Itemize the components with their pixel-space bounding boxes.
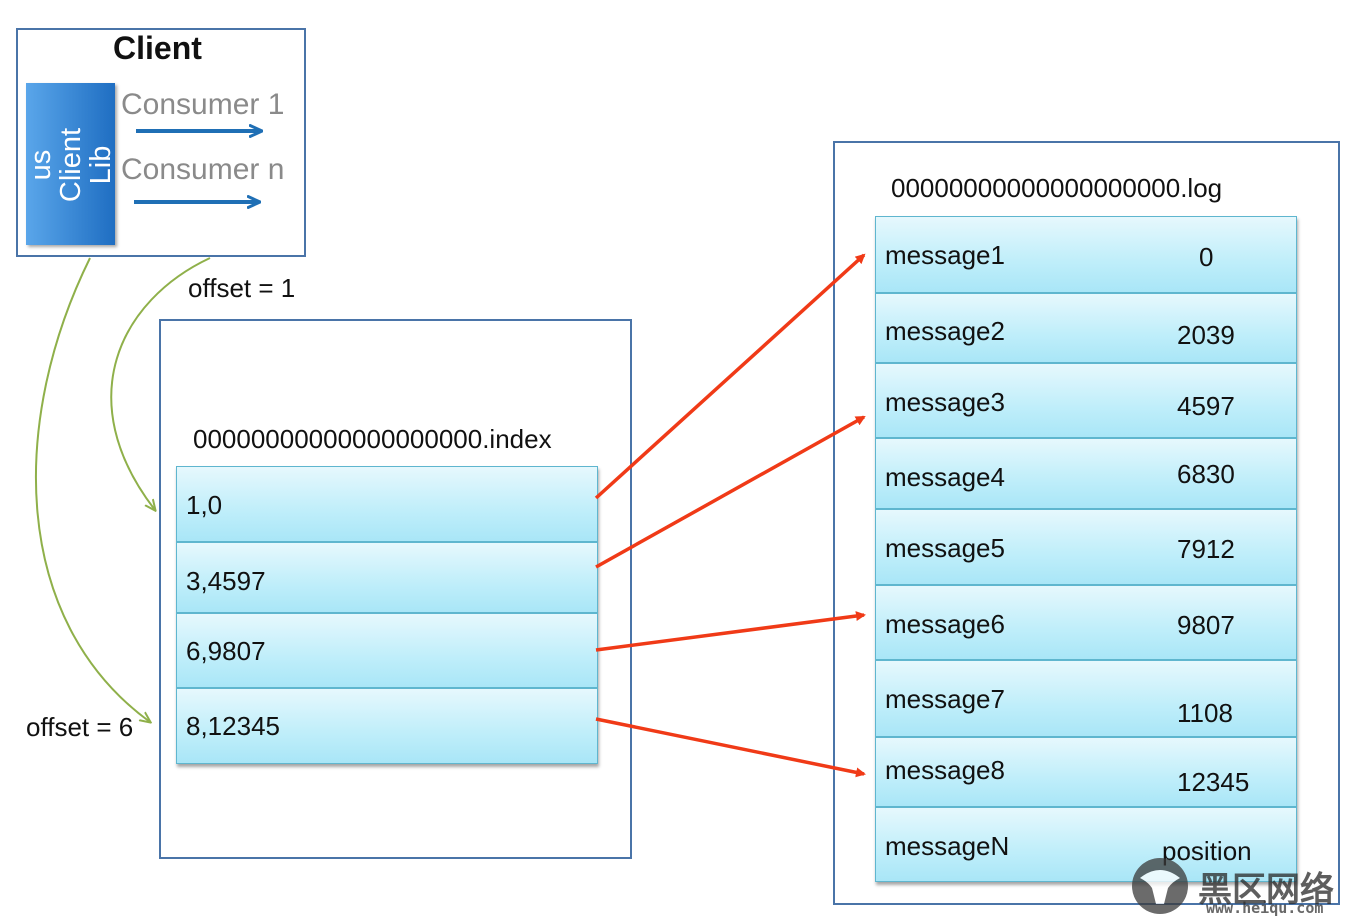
offset-1-label: offset = 1: [188, 273, 296, 303]
message-position: 2039: [1177, 320, 1235, 350]
message-position: 12345: [1177, 767, 1250, 797]
log-message-cell: [875, 585, 1297, 660]
log-message-cell: [875, 509, 1297, 585]
index-entry: [176, 613, 598, 688]
log-message-cell: [875, 363, 1297, 438]
message-position: 1108: [1177, 698, 1233, 728]
client-lib-block: [26, 83, 115, 245]
offset-6-label: offset = 6: [26, 712, 134, 742]
message-name: message7: [885, 684, 1005, 714]
watermark-url: www.heiqu.com: [1206, 899, 1324, 917]
message-position: 0: [1199, 242, 1214, 272]
index-file-name: 00000000000000000000.index: [193, 424, 552, 454]
log-message-cell: [875, 293, 1297, 363]
watermark-text: 黑区网络: [1198, 870, 1334, 910]
log-message-cell: [875, 660, 1297, 737]
message-name: message5: [885, 533, 1005, 563]
index-to-message8-arrow: [595, 717, 866, 778]
index-entry: [176, 542, 598, 613]
log-message-cell: [875, 438, 1297, 509]
index-to-message1-arrow: [594, 253, 866, 500]
message-name: message3: [885, 387, 1005, 417]
log-file-name: 00000000000000000000.log: [891, 173, 1223, 203]
index-entry: [176, 688, 598, 764]
log-message-cell: [875, 807, 1297, 882]
consumer-n-label: Consumer n: [121, 153, 285, 186]
message-position: 7912: [1177, 534, 1235, 564]
message-position: 9807: [1177, 610, 1235, 640]
index-to-message6-arrow: [595, 611, 866, 652]
message-position: 4597: [1177, 391, 1235, 421]
message-position: 6830: [1177, 459, 1235, 489]
message-name: messageN: [885, 831, 1010, 861]
index-entry: [176, 466, 598, 542]
consumer-1-label: Consumer 1: [121, 88, 285, 121]
message-name: message8: [885, 755, 1005, 785]
log-message-cell: [875, 737, 1297, 807]
message-name: message2: [885, 316, 1005, 346]
index-entry-text: 3,4597: [186, 566, 266, 596]
index-to-message3-arrow: [595, 415, 866, 569]
watermark-logo-icon: [1132, 858, 1188, 914]
message-name: message4: [885, 462, 1005, 492]
client-title: Client: [113, 30, 202, 66]
log-message-cell: [875, 216, 1297, 293]
message-name: message1: [885, 240, 1005, 270]
index-entry-text: 6,9807: [186, 636, 266, 666]
offset-1-curve: [110, 257, 211, 510]
index-entry-text: 8,12345: [186, 711, 280, 741]
message-position: position: [1162, 836, 1252, 866]
offset-6-curve: [35, 257, 150, 722]
index-entry-text: 1,0: [186, 490, 223, 520]
message-name: message6: [885, 609, 1005, 639]
